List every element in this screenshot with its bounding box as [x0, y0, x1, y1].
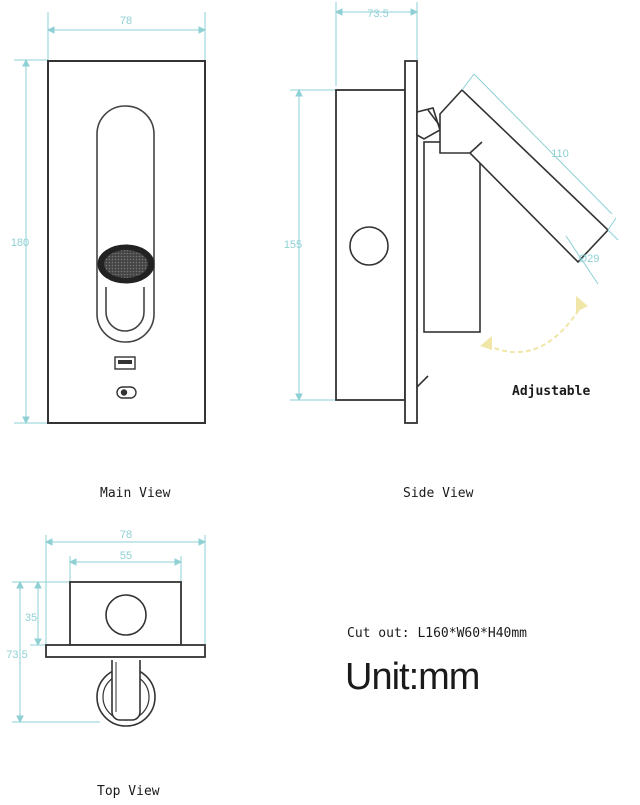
side-height-dimension: [290, 88, 336, 402]
cut-out-note: Cut out: L160*W60*H40mm: [347, 626, 528, 641]
main-view-drawing: 78 180: [11, 12, 207, 425]
main-arm-loop: [105, 287, 145, 332]
top-view-title: Top View: [97, 784, 160, 799]
main-view-title: Main View: [100, 486, 171, 501]
side-depth-label: 73.5: [367, 8, 388, 20]
top-arm: [111, 660, 141, 721]
side-depth-dimension: [334, 2, 419, 86]
main-light-slot: [96, 105, 155, 343]
main-width-dimension: [46, 12, 207, 60]
top-view-drawing: 78 55 35 73.5: [6, 529, 207, 727]
top-front-plate: [45, 644, 206, 658]
main-width-label: 78: [120, 15, 132, 27]
adjustable-label: Adjustable: [512, 384, 591, 399]
side-arm-dimension: [461, 73, 617, 231]
top-inner-depth-label: 35: [25, 612, 37, 624]
main-height-label: 180: [11, 237, 29, 249]
side-head-label: Ø29: [579, 253, 600, 265]
main-height-dimension: [14, 58, 48, 425]
top-inner-depth-dimension: [30, 580, 70, 647]
side-arm-label: 110: [551, 148, 569, 160]
side-switch-lever: [416, 375, 429, 388]
top-width-label: 78: [120, 529, 132, 541]
side-view-drawing: 73.5 155 110: [284, 2, 619, 424]
top-depth-label: 73.5: [6, 649, 27, 661]
side-height-label: 155: [284, 239, 302, 251]
top-depth-dimension: [12, 580, 100, 724]
side-front-plate: [404, 60, 418, 424]
side-knob: [349, 226, 389, 266]
adjustable-arrow: [486, 307, 581, 354]
top-inner-width-label: 55: [120, 550, 132, 562]
top-inner-width-dimension: [68, 556, 183, 582]
main-lamp-head-mesh: [104, 250, 148, 278]
top-knob: [105, 594, 147, 636]
side-view-title: Side View: [403, 486, 474, 501]
top-width-dimension: [44, 535, 207, 650]
side-head-dimension: [565, 229, 619, 285]
side-adjustable-arm: [416, 88, 610, 333]
unit-label: Unit:mm: [345, 656, 480, 698]
